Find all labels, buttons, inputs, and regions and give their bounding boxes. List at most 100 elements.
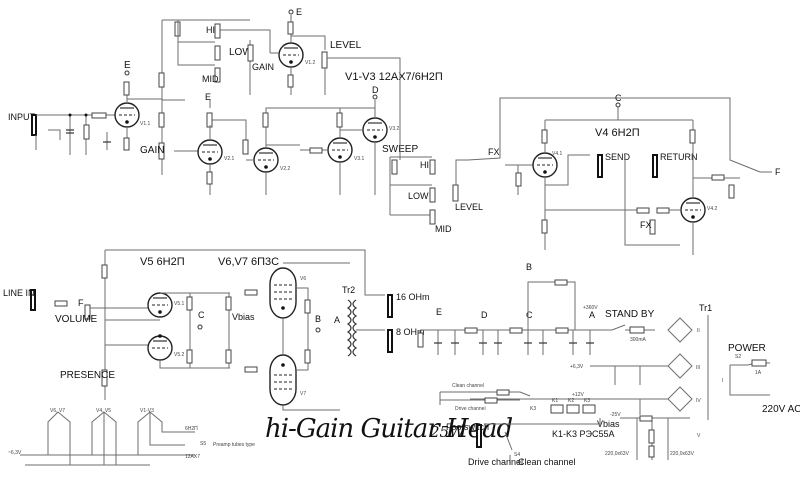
resistor-r37: [541, 219, 548, 234]
supply-d-label: D: [372, 85, 379, 95]
resistor-r62: [244, 366, 258, 373]
heater-bus: [20, 454, 195, 466]
resistor-r3: [123, 81, 130, 96]
pot-bias[interactable]: [648, 429, 655, 444]
supply-c-label: C: [198, 310, 205, 320]
winding-iii: III: [696, 365, 700, 371]
mains-label: 220V AC: [762, 404, 800, 415]
tube-v1-1-label: V1.1: [140, 121, 151, 127]
heater-voltage: ~6,3V: [8, 450, 22, 456]
pot-treble[interactable]: [214, 23, 221, 39]
speaker-16ohm-jack: [387, 294, 393, 318]
drive-channel-label: Drive channel: [468, 457, 523, 467]
resistor-r42: [656, 207, 670, 214]
tube-v3-2-label: V3.2: [389, 126, 400, 132]
psu-node-e: E: [436, 307, 442, 317]
pot-level2[interactable]: [452, 184, 459, 202]
supply-e-label: E: [124, 60, 131, 71]
power-switch[interactable]: [729, 362, 770, 396]
speaker-8ohm-jack: [387, 329, 393, 353]
pot-hi2[interactable]: [429, 159, 436, 175]
heater-group-v6v7: V6, V7: [50, 408, 65, 414]
supply-e-terminal: [124, 70, 130, 76]
resistor-r51: [101, 264, 108, 279]
supply-b-label: B: [315, 314, 321, 324]
heater-section: ~6,3V V6, V7 V4, V5 V1-V3 6H2П S5 Preamp…: [8, 408, 255, 466]
resistor-r67: [509, 327, 523, 334]
supply-e-label: E: [296, 7, 302, 17]
relay-k2-label: K2: [568, 398, 574, 404]
winding-iv: IV: [696, 398, 701, 404]
preamp-tubes-label: V1-V3 12AX7/6H2П: [345, 71, 443, 83]
mid2-label: MID: [435, 224, 452, 234]
junction: [68, 113, 72, 117]
relay-k2: [566, 404, 580, 414]
resistor-r63: [304, 299, 311, 314]
pot-mid[interactable]: [214, 67, 221, 83]
supply-e-terminal: [288, 9, 294, 15]
tube-cathode: [373, 135, 377, 139]
line-in-label: LINE IN: [3, 288, 35, 298]
clean-led-label: Clean channel: [452, 383, 484, 389]
pot-volume[interactable]: [84, 304, 91, 320]
tr1-label: Tr1: [699, 303, 712, 313]
tr2-primary: [346, 299, 352, 357]
resistor-r34: [515, 172, 522, 187]
heater-type-12ax7: 12AX7: [185, 454, 200, 460]
pot-level[interactable]: [321, 51, 328, 69]
resistor-r49: [54, 300, 68, 307]
tube-v2-1-label: V2.1: [224, 156, 235, 162]
pot-mid2[interactable]: [429, 209, 436, 225]
level2-wires: [399, 60, 468, 185]
pot-fx[interactable]: [649, 219, 656, 235]
tube-v4-2-label: V4.2: [707, 206, 718, 212]
fuse-f1: [751, 359, 767, 367]
preamp-plate-bus: [161, 20, 185, 175]
clean-channel-label: Clean channel: [518, 457, 576, 467]
psu-node-b: B: [526, 262, 532, 272]
supply-b-terminal: [315, 327, 321, 333]
heater-switch-label[interactable]: Preamp tubes type: [213, 442, 255, 448]
tube-v2-2-label: V2.2: [280, 166, 291, 172]
fx-switch-label: FX: [488, 147, 500, 157]
resistor-r39: [636, 207, 650, 214]
fuse-f2: [629, 326, 645, 334]
speaker-wires: [356, 270, 385, 331]
tube-cathode: [543, 170, 547, 174]
pot-sweep[interactable]: [391, 159, 398, 175]
tube-cathode: [289, 60, 293, 64]
pot-gain[interactable]: [158, 142, 165, 160]
tube-v1-2-label: V1.2: [305, 60, 316, 66]
resistor-r69: [554, 279, 568, 286]
relay-k1-label: K1: [552, 398, 558, 404]
power-label: POWER: [728, 343, 766, 354]
bridge-rectifier-3: [667, 353, 693, 379]
pot-presence[interactable]: [101, 369, 108, 387]
tonestack2-wires: [389, 156, 432, 216]
hi2-label: HI: [420, 160, 429, 170]
pot-bass[interactable]: [214, 45, 221, 61]
supply-d-terminal: [372, 94, 378, 100]
tube-cathode: [158, 334, 162, 338]
tube-cathode: [208, 157, 212, 161]
channel-switch-s4[interactable]: [504, 431, 513, 465]
tube-v4-1-label: V4.1: [552, 151, 563, 157]
pot-low2[interactable]: [429, 187, 436, 203]
resistor-r16: [242, 139, 249, 155]
filter-cap-wires: [437, 281, 591, 355]
winding-ii: II: [697, 328, 700, 334]
line-in-jack: [30, 289, 36, 311]
power-amp-section: V5 6H2П V6,V7 6П3С LINE IN F VOLUME PRES…: [3, 249, 430, 411]
resistor-r2: [91, 112, 107, 119]
fx-pot-label: FX: [640, 220, 652, 230]
tube-v5-2-label: V5.2: [174, 352, 185, 358]
fx-loop-section: FX C V4 6H2П V4.1 SEND RETURN FX V4.2: [467, 93, 781, 255]
level2-label: LEVEL: [455, 202, 483, 212]
pot-gain2[interactable]: [247, 44, 254, 62]
relay-k3-label: K3: [584, 398, 590, 404]
resistor-r57: [186, 296, 193, 311]
resistor-r45: [689, 129, 696, 144]
tube-v7: [269, 354, 297, 406]
footswitch-section: Clean channel Drive channel K3 K1 K2 K3 …: [439, 383, 615, 467]
